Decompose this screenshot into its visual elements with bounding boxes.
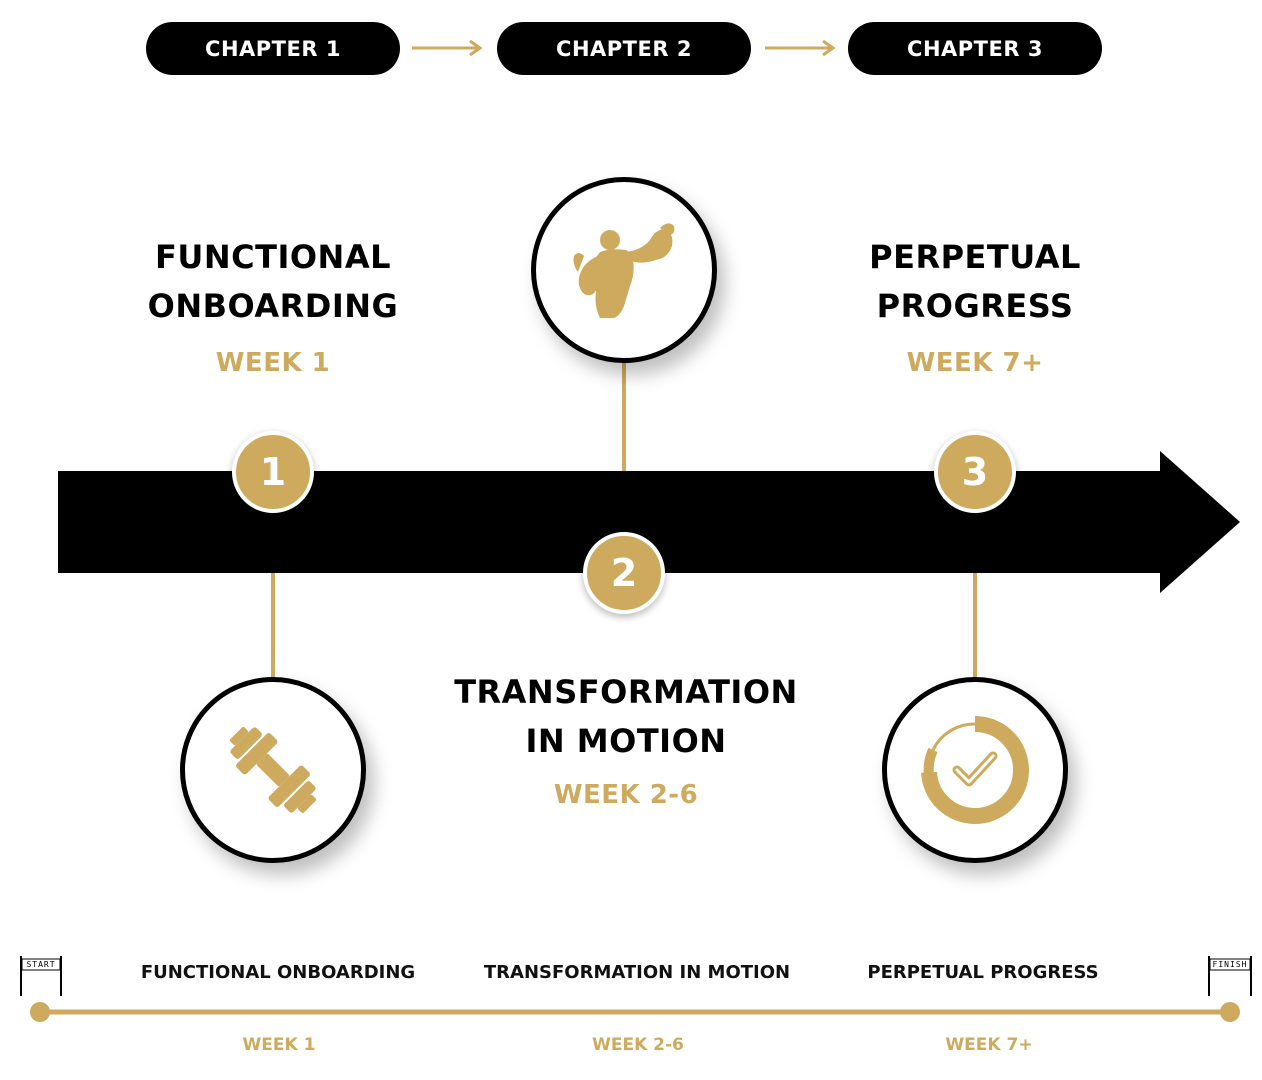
stage-1-badge: 1 — [232, 431, 314, 513]
stage-3-badge: 3 — [934, 431, 1016, 513]
chapter-1-pill: CHAPTER 1 — [146, 22, 400, 75]
stage-1-number: 1 — [259, 450, 287, 494]
stage-2-title-line2: IN MOTION — [525, 722, 727, 760]
summary-label-1: FUNCTIONAL ONBOARDING — [140, 962, 416, 983]
chapter-3-pill: CHAPTER 3 — [848, 22, 1102, 75]
stage-3-title-line1: PERPETUAL — [869, 238, 1081, 276]
chapter-2-pill: CHAPTER 2 — [497, 22, 751, 75]
stage-1-week: WEEK 1 — [215, 348, 331, 378]
stage-2-connector — [622, 358, 626, 471]
summary-week-2: WEEK 2-6 — [592, 1035, 684, 1055]
summary-label-3: PERPETUAL PROGRESS — [867, 962, 1099, 983]
chapter-arrow-2 — [765, 39, 836, 57]
stage-2-number: 2 — [610, 551, 638, 595]
summary-week-1: WEEK 1 — [242, 1035, 316, 1055]
progress-check-icon — [921, 716, 1029, 824]
stage-3-connector — [973, 573, 977, 679]
summary-week-3: WEEK 7+ — [945, 1035, 1033, 1055]
chapter-3-label: CHAPTER 3 — [907, 36, 1043, 61]
chapter-arrow-1 — [412, 39, 483, 57]
stage-1-title-line1: FUNCTIONAL — [155, 238, 391, 276]
stage-1-title-line2: ONBOARDING — [147, 287, 399, 325]
dumbbell-icon — [229, 726, 317, 814]
stage-2-icon-circle — [531, 177, 717, 363]
stage-3-icon-circle — [882, 677, 1068, 863]
chapter-1-label: CHAPTER 1 — [205, 36, 341, 61]
stage-2-title-line1: TRANSFORMATION — [454, 673, 798, 711]
finish-flag-icon: FINISH — [1206, 954, 1254, 998]
stage-3-number: 3 — [961, 450, 989, 494]
stage-2-badge: 2 — [583, 532, 665, 614]
start-flag-label: START — [26, 960, 56, 969]
chapter-2-label: CHAPTER 2 — [556, 36, 692, 61]
stage-3-week: WEEK 7+ — [906, 348, 1044, 378]
stage-1-connector — [271, 573, 275, 679]
bodybuilder-icon — [573, 223, 675, 318]
stage-3-title-line2: PROGRESS — [876, 287, 1074, 325]
stage-2-title: TRANSFORMATION IN MOTION — [446, 668, 806, 766]
stage-2-week: WEEK 2-6 — [553, 780, 699, 810]
stage-3-title: PERPETUAL PROGRESS — [815, 233, 1135, 331]
summary-timeline-line — [30, 1002, 1240, 1022]
start-flag-icon: START — [18, 954, 64, 998]
summary-label-2: TRANSFORMATION IN MOTION — [483, 962, 791, 983]
finish-flag-label: FINISH — [1212, 960, 1248, 969]
stage-1-title: FUNCTIONAL ONBOARDING — [113, 233, 433, 331]
stage-1-icon-circle — [180, 677, 366, 863]
